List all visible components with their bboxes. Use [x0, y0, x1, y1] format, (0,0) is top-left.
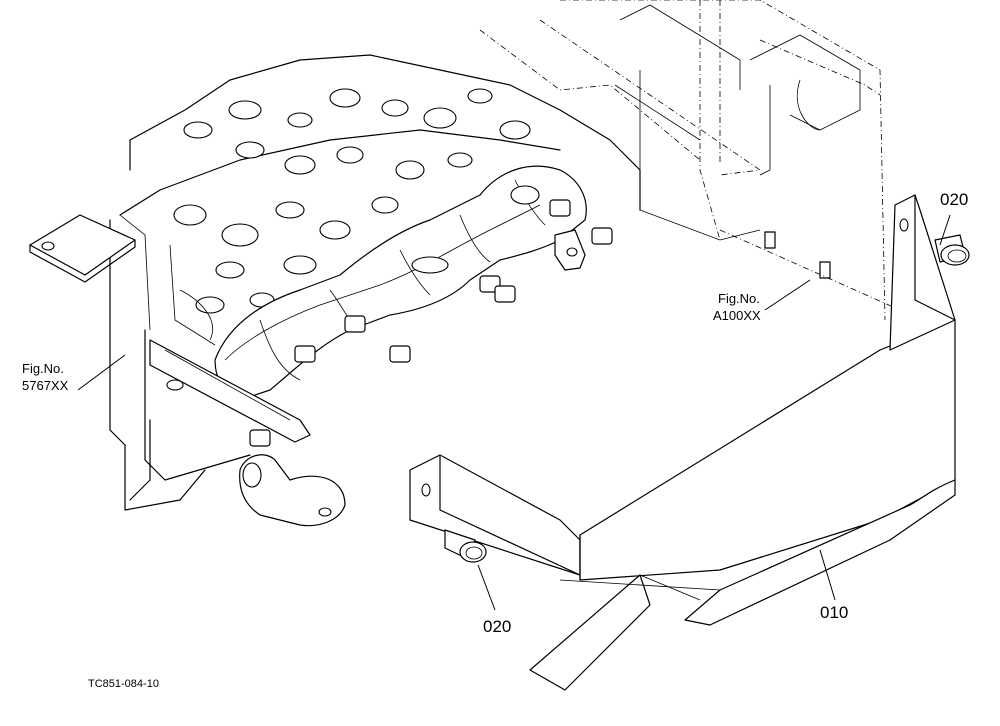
part-callout-010: 010: [820, 603, 848, 622]
cylinder-head: [109, 54, 641, 511]
manifold-nuts: [249, 199, 613, 447]
bolt-right: [934, 234, 970, 266]
part-callout-020-lower: 020: [483, 617, 511, 636]
drawing-code: TC851-084-10: [88, 678, 159, 690]
part-callout-020-right: 020: [940, 190, 968, 209]
head-ports: [173, 88, 531, 314]
square-plate: [29, 214, 136, 283]
mounting-strip: [149, 339, 311, 443]
fig-ref-5767-line2: 5767XX: [22, 378, 69, 393]
fig-ref-5767-line1: Fig.No.: [22, 361, 64, 376]
fig-ref-a100-line2: A100XX: [713, 308, 761, 323]
heat-shield: [409, 194, 956, 691]
leader-lines: [77, 214, 951, 611]
exhaust-manifold: [214, 165, 613, 447]
bolt-lower: [444, 529, 487, 563]
lower-pipe: [129, 419, 346, 527]
frame-outline: [479, 0, 901, 321]
fig-ref-a100-line1: Fig.No.: [718, 291, 760, 306]
